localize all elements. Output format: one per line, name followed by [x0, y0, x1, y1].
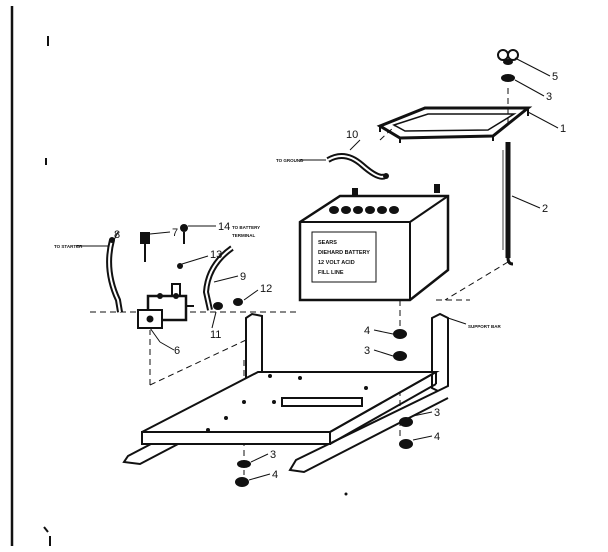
label-to-ground: TO GROUND	[276, 158, 304, 163]
starter-cable	[76, 237, 123, 313]
callout-11: 11	[210, 329, 221, 341]
assembly-dashed-lines	[90, 88, 509, 475]
callout-3-top: 3	[546, 91, 552, 103]
stray-mark	[344, 492, 348, 496]
callout-6: 6	[174, 345, 180, 357]
wing-nut	[497, 49, 519, 65]
callout-13: 13	[210, 249, 222, 261]
callout-7: 7	[172, 227, 178, 239]
callout-12: 12	[260, 283, 272, 295]
label-to-battery-line2: TERMINAL	[232, 233, 255, 238]
hex-nut	[213, 302, 223, 310]
callout-leaders	[113, 57, 559, 481]
label-support-bar: SUPPORT BAR	[468, 324, 502, 329]
battery-hold-down-frame	[376, 106, 533, 143]
tray-washer-left	[237, 460, 251, 468]
battery-terminal-cable	[202, 245, 234, 311]
callout-3-upper: 3	[364, 345, 370, 357]
battery-fill-text: FILL LINE	[318, 270, 344, 276]
callout-3-left: 3	[270, 449, 276, 461]
battery-model-text: DIEHARD BATTERY	[318, 250, 370, 256]
page-border	[10, 6, 51, 546]
label-to-battery-line1: TO BATTERY	[232, 225, 260, 230]
terminal-screw	[180, 224, 188, 244]
callout-3-right: 3	[434, 407, 440, 419]
top-washer	[501, 74, 515, 82]
tray-nut-left	[235, 477, 249, 487]
lock-washer	[233, 298, 243, 306]
battery-cell-caps	[329, 206, 399, 214]
callout-10: 10	[346, 129, 358, 141]
j-bolt	[502, 142, 514, 266]
callout-1: 1	[560, 123, 566, 135]
battery-tray	[141, 371, 440, 445]
ground-cable	[300, 153, 389, 180]
wire-nut	[177, 263, 183, 269]
callout-4-upper: 4	[364, 325, 370, 337]
tray-washer-upper	[393, 329, 407, 339]
callout-14: 14	[218, 221, 230, 233]
tray-washer-right	[399, 417, 413, 427]
callout-9: 9	[240, 271, 246, 283]
battery-label-panel	[311, 231, 377, 283]
battery-terminal-posts	[352, 184, 440, 196]
starter-solenoid	[137, 283, 194, 343]
battery-voltage-text: 12 VOLT ACID	[318, 260, 355, 266]
battery: SEARS DIEHARD BATTERY 12 VOLT ACID FILL …	[298, 184, 450, 302]
tray-nut-upper	[393, 351, 407, 361]
callout-4-right: 4	[434, 431, 440, 443]
callout-8: 8	[114, 229, 120, 241]
label-to-starter: TO STARTER	[54, 244, 83, 249]
callout-2: 2	[542, 203, 548, 215]
terminal-bolt	[140, 232, 150, 262]
battery-brand-text: SEARS	[318, 240, 337, 246]
tray-nut-right	[399, 439, 413, 449]
callout-5: 5	[552, 71, 558, 83]
callout-4-left: 4	[272, 469, 278, 481]
